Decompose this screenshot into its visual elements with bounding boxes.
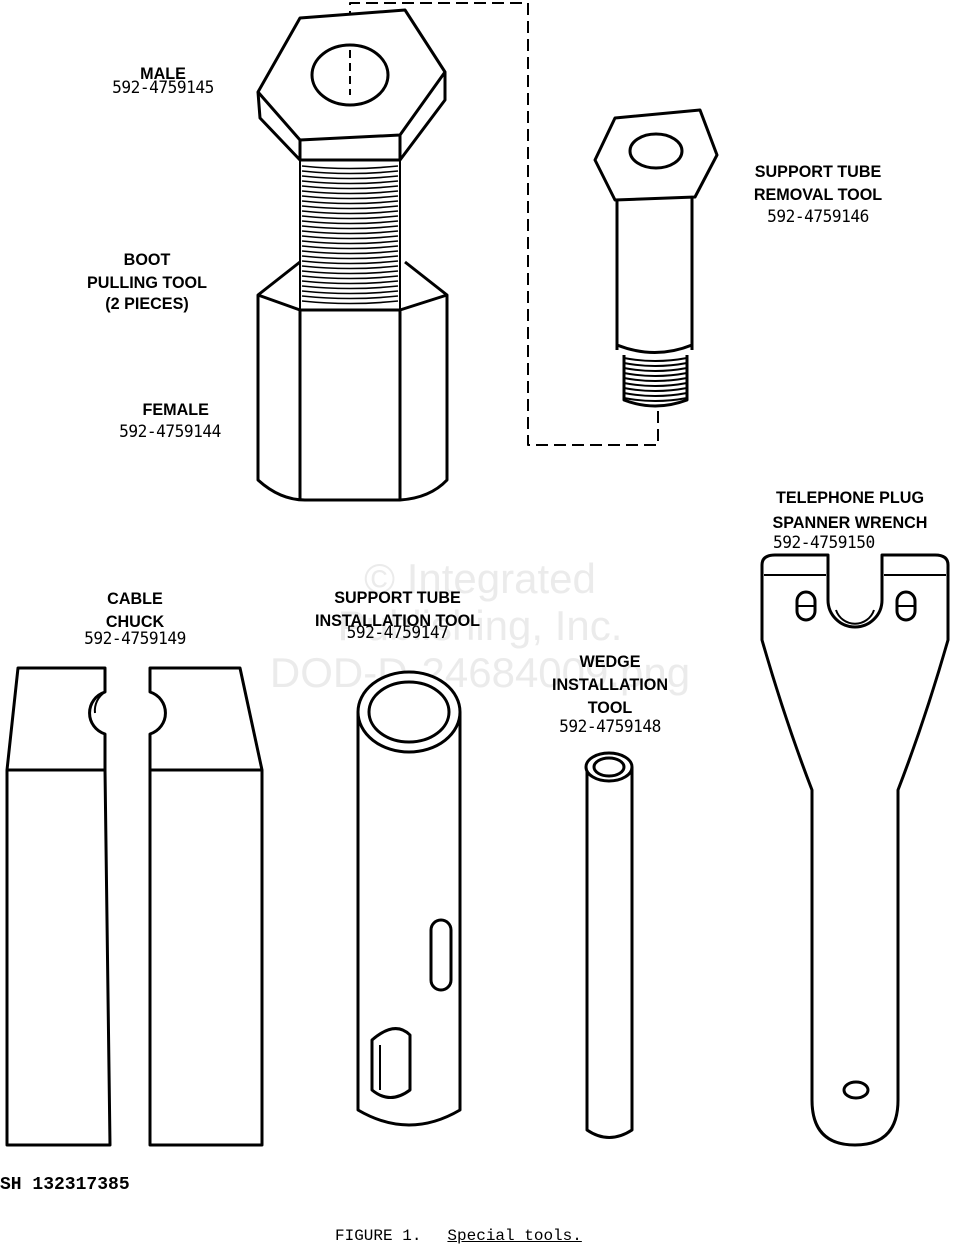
tool-name: FEMALE [142, 400, 209, 419]
tool-name: SUPPORT TUBE [334, 588, 461, 607]
tool-name: TOOL [587, 698, 633, 717]
thread-line [623, 357, 688, 362]
thread-line [623, 392, 688, 397]
thread-line [301, 195, 399, 200]
thread-line [301, 220, 399, 225]
thread-line [623, 382, 688, 387]
thread-line [301, 290, 399, 295]
thread-line [301, 175, 399, 180]
thread-line [623, 362, 688, 367]
figure-title: Special tools. [447, 1227, 582, 1245]
figure-number: FIGURE 1. [335, 1227, 422, 1245]
wedge-label: WEDGE INSTALLATION TOOL 592-4759148 [529, 650, 691, 739]
support-removal-label: SUPPORT TUBE REMOVAL TOOL 592-4759146 [737, 160, 899, 229]
thread-line [301, 240, 399, 245]
male-label: MALE 592-4759145 [92, 62, 235, 100]
thread-line [301, 185, 399, 190]
thread-line [301, 205, 399, 210]
tool-name: INSTALLATION [551, 675, 669, 694]
tool-note: (2 PIECES) [105, 294, 189, 313]
thread-line [301, 270, 399, 275]
cable-chuck-label: CABLE CHUCK 592-4759149 [64, 587, 207, 651]
telephone-plug-spanner-wrench [760, 553, 950, 1147]
thread-line [623, 367, 688, 372]
boot-label: BOOT PULLING TOOL (2 PIECES) [66, 248, 228, 315]
figure-caption: FIGURE 1. Special tools. [335, 1227, 582, 1245]
spanner-label: TELEPHONE PLUG SPANNER WRENCH 592-475915… [750, 486, 950, 555]
thread-line [623, 387, 688, 392]
thread-line [301, 260, 399, 265]
thread-line [301, 275, 399, 280]
part-number: 592-4759150 [773, 533, 875, 553]
cable-chuck [5, 666, 264, 1147]
support-install-label: SUPPORT TUBE INSTALLATION TOOL 592-47591… [291, 586, 505, 645]
tool-name: INSTALLATION TOOL [314, 611, 481, 630]
female-boot-pulling-tool [256, 260, 449, 502]
thread-line [301, 215, 399, 220]
thread-line [623, 372, 688, 377]
thread-line [301, 285, 399, 290]
part-number: 592-4759145 [112, 78, 214, 98]
tool-name: SPANNER WRENCH [772, 513, 928, 532]
thread-line [301, 235, 399, 240]
thread-line [301, 245, 399, 250]
thread-line [301, 230, 399, 235]
thread-line [301, 225, 399, 230]
thread-line [301, 300, 399, 305]
female-label: FEMALE 592-4759144 [99, 398, 242, 444]
tool-name: TELEPHONE PLUG [775, 488, 925, 507]
part-number: 592-4759146 [767, 207, 869, 227]
thread-line [623, 377, 688, 382]
tool-name: CHUCK [105, 612, 165, 631]
tool-name: WEDGE [579, 652, 641, 671]
thread-line [301, 165, 399, 170]
part-number: 592-4759148 [559, 717, 661, 737]
thread-line [301, 250, 399, 255]
male-boot-pulling-tool [256, 8, 447, 310]
thread-line [301, 280, 399, 285]
thread-line [301, 200, 399, 205]
tool-name: BOOT [123, 250, 171, 269]
support-tube-removal-tool [593, 108, 719, 408]
tool-name: MALE [140, 64, 186, 83]
thread-line [301, 295, 399, 300]
tool-name: SUPPORT TUBE [754, 162, 882, 181]
thread-line [301, 210, 399, 215]
support-tube-installation-tool [356, 670, 462, 1127]
tool-name: PULLING TOOL [87, 273, 207, 292]
wedge-installation-tool [584, 751, 634, 1139]
tool-name: CABLE [107, 589, 163, 608]
thread-line [301, 265, 399, 270]
thread-line [301, 255, 399, 260]
drawing-id: SH 132317385 [0, 1175, 130, 1195]
thread-line [623, 397, 688, 402]
part-number: 592-4759144 [119, 422, 221, 442]
thread-line [301, 180, 399, 185]
tool-name: REMOVAL TOOL [753, 185, 883, 204]
thread-line [301, 190, 399, 195]
thread-line [301, 170, 399, 175]
part-number: 592-4759149 [84, 629, 186, 649]
part-number: 592-4759147 [346, 623, 449, 643]
